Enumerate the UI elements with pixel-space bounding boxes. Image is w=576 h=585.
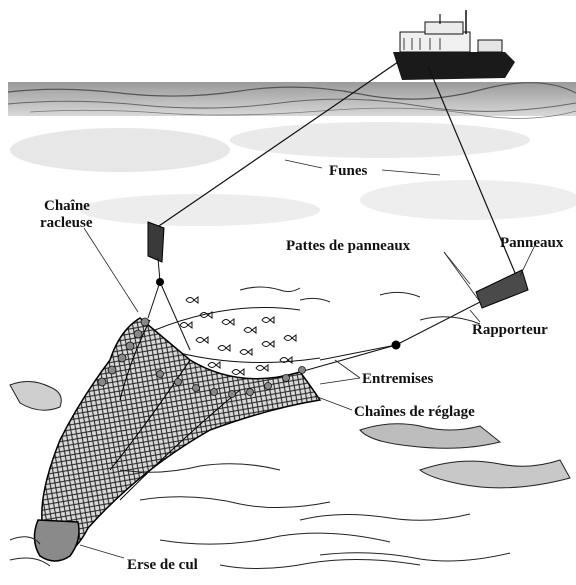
sea-surface [8, 82, 576, 118]
label-entremises: Entremises [362, 371, 434, 387]
label-pattes-de-panneaux: Pattes de panneaux [286, 238, 411, 254]
junction-dot-left [156, 278, 164, 286]
water-shading [10, 122, 576, 226]
label-chaine-line2: racleuse [40, 215, 93, 231]
otter-board-left [148, 222, 164, 262]
label-chaines-de-reglage: Chaînes de réglage [354, 404, 475, 420]
label-erse-de-cul: Erse de cul [127, 557, 198, 573]
label-panneaux: Panneaux [500, 235, 564, 251]
label-chaine-line1: Chaîne [44, 198, 90, 214]
trawler-ship [393, 10, 515, 80]
junction-dot-right [392, 341, 401, 350]
trawl-net [34, 318, 320, 561]
label-rapporteur: Rapporteur [472, 322, 548, 338]
bridle-lines [148, 258, 480, 372]
label-funes: Funes [329, 163, 368, 179]
